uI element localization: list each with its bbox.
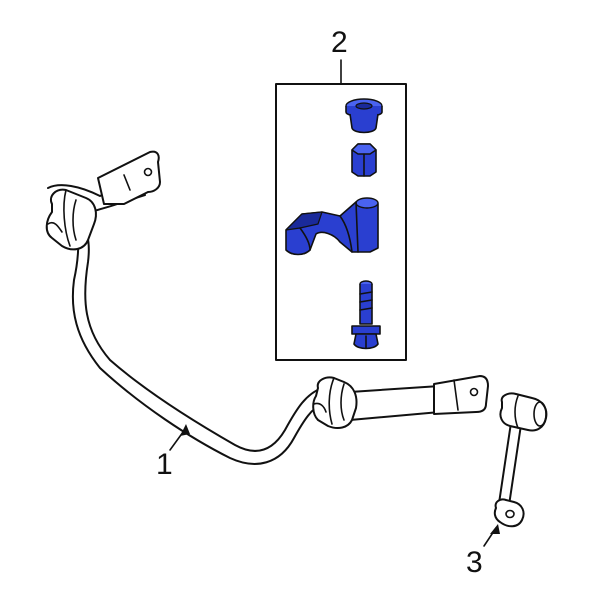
callout-leaders [169, 59, 500, 547]
flange-bolt [351, 280, 381, 350]
hex-nut [351, 143, 377, 177]
callout-1-label: 1 [156, 448, 173, 481]
mounting-bracket [285, 197, 379, 256]
stabilizer-bar[interactable] [45, 150, 489, 465]
callout-3-label: 3 [466, 546, 483, 579]
flanged-bushing [345, 98, 383, 134]
stabilizer-link[interactable] [493, 392, 548, 528]
bushing-kit-box[interactable] [275, 83, 407, 361]
callout-2-label: 2 [331, 26, 348, 59]
